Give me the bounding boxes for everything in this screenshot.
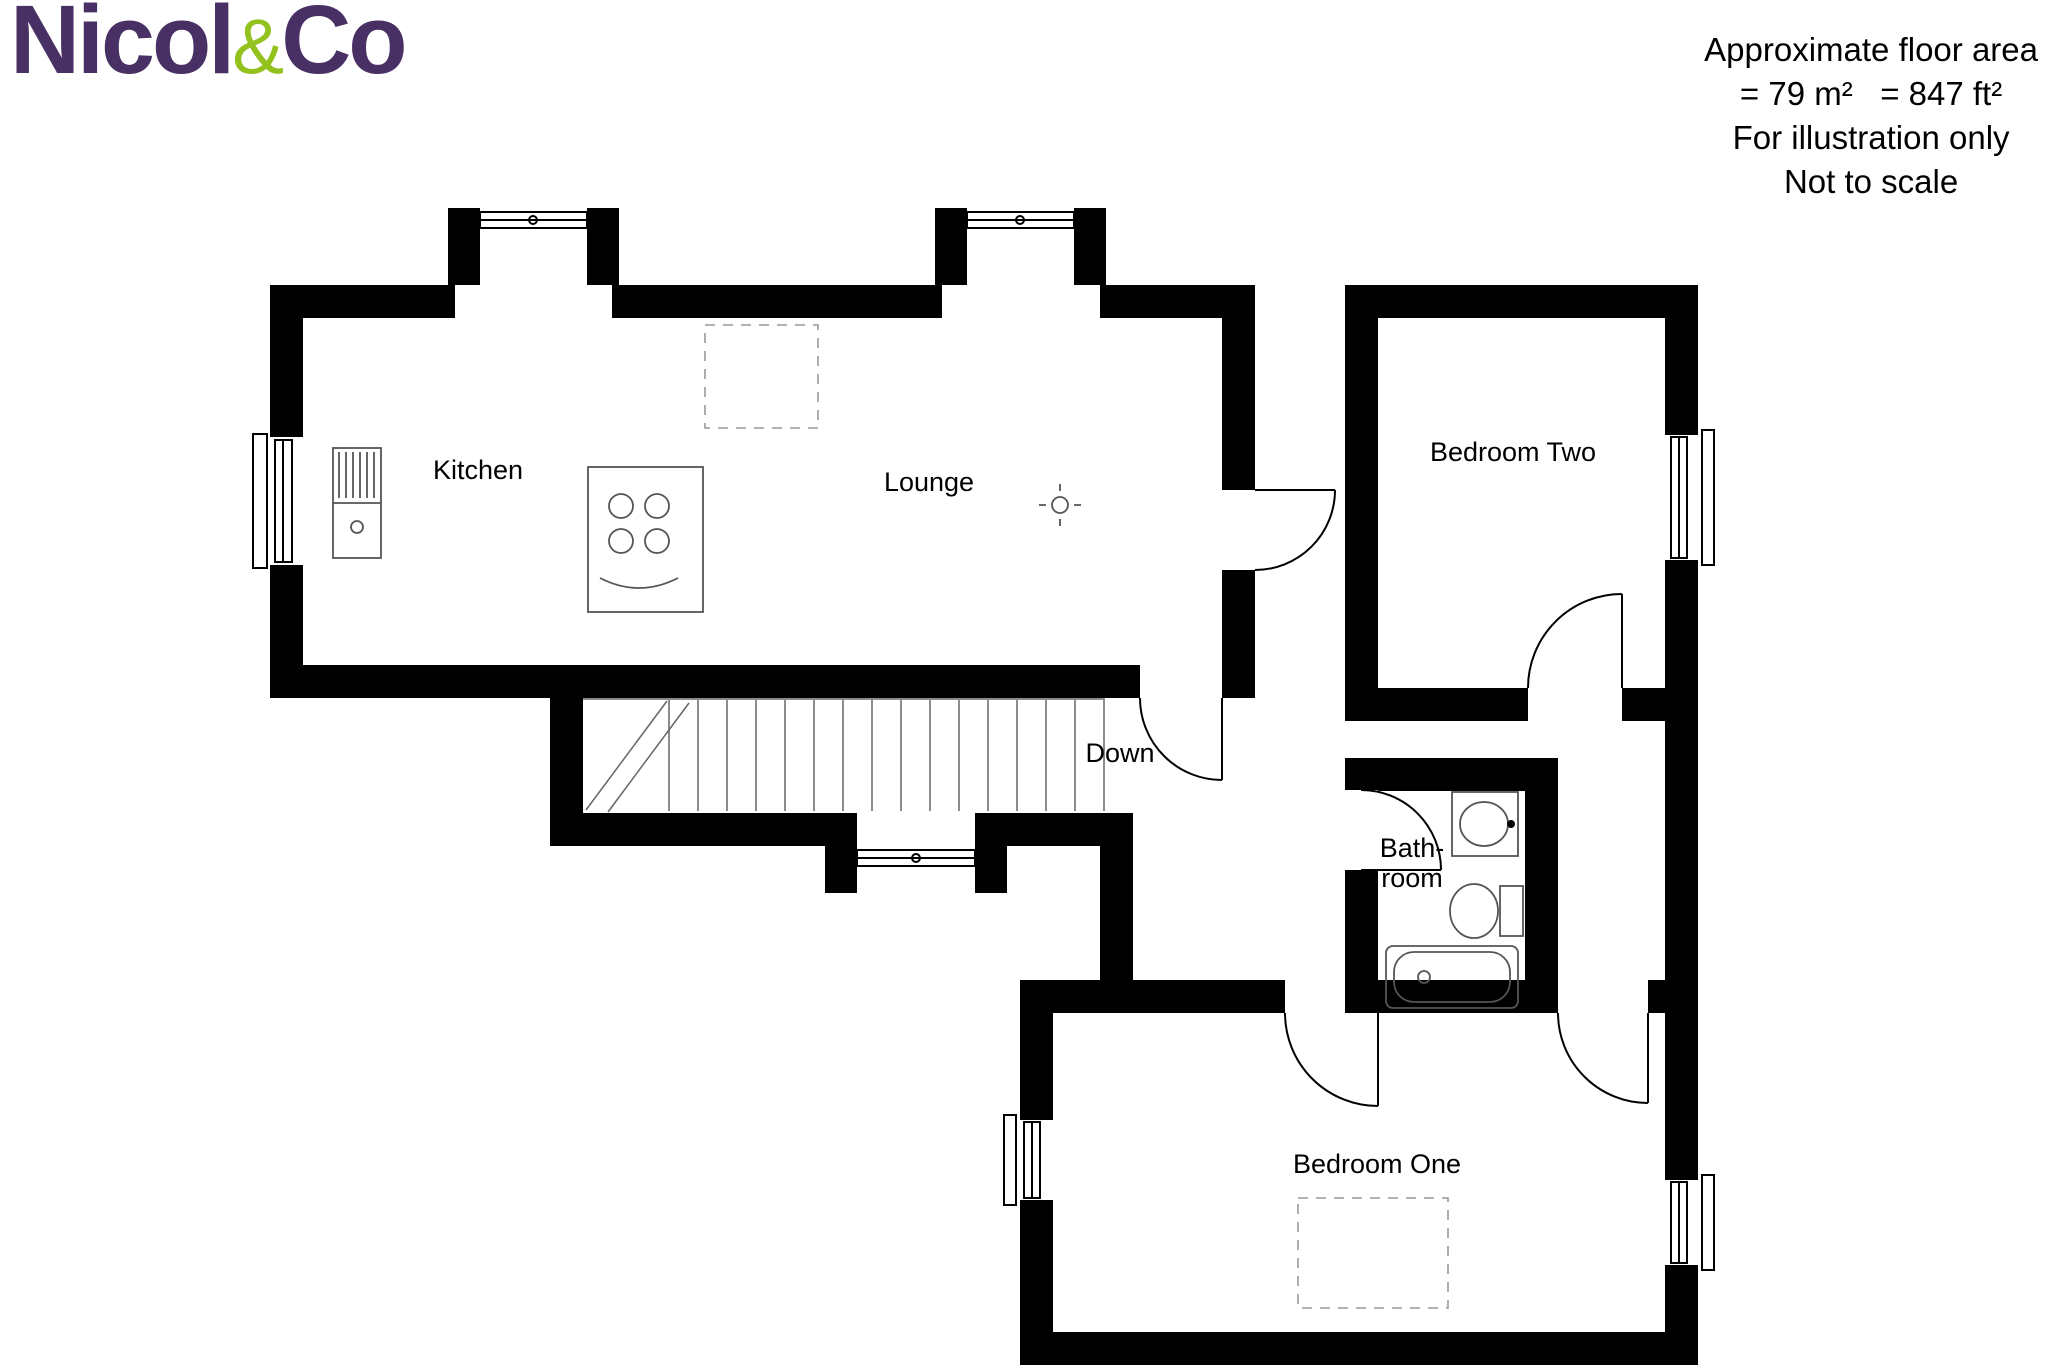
window-stairs-bottom [856, 849, 976, 867]
kitchen-sink-icon [332, 447, 382, 559]
bedroom-one-skylight-outline [1297, 1197, 1449, 1309]
window-kitchen-left [252, 433, 293, 569]
window-bedroom-two-right [1670, 429, 1715, 566]
basin-icon [1451, 791, 1519, 857]
lounge-skylight-outline [704, 324, 819, 429]
room-label-bathroom-line2: room [1381, 863, 1443, 893]
bay-window-lounge-left [479, 211, 588, 229]
note-line-3: For illustration only [1732, 118, 2010, 156]
door-bathroom [1360, 789, 1442, 871]
staircase [583, 698, 1105, 813]
brand-name-first: Nicol [10, 0, 235, 94]
door-bedroom-one-right [1557, 1012, 1649, 1104]
note-line-2: = 79 m² = 847 ft² [1739, 74, 2003, 112]
room-label-lounge: Lounge [884, 467, 974, 497]
window-bedroom-one-right [1670, 1174, 1715, 1271]
walls [270, 208, 1698, 1365]
door-lounge-to-landing [1139, 697, 1223, 781]
bathtub-icon [1385, 945, 1519, 1009]
door-lounge-to-corridor [1254, 489, 1336, 571]
window-bedroom-one-left [1003, 1114, 1041, 1206]
note-line-1: Approximate floor area [1704, 31, 2038, 68]
room-label-stairs-down: Down [1085, 738, 1154, 768]
room-label-bedroom-one: Bedroom One [1293, 1149, 1461, 1179]
stairs-break-lines [585, 700, 690, 813]
floor-area-note: Approximate floor area = 79 m² = 847 ft²… [1704, 28, 2038, 204]
room-label-kitchen: Kitchen [433, 455, 523, 485]
brand-name-second: Co [281, 0, 407, 94]
bay-window-lounge-right [966, 211, 1075, 229]
door-bedroom-one-left [1284, 1012, 1379, 1107]
toilet-icon [1449, 883, 1524, 939]
room-label-bedroom-two: Bedroom Two [1430, 437, 1596, 467]
door-bedroom-two [1527, 593, 1623, 689]
note-line-4: Not to scale [1783, 162, 1959, 200]
ceiling-light-icon [1039, 484, 1081, 526]
brand-logo: Nicol&Co [10, 0, 408, 96]
kitchen-island-hob-icon [587, 466, 704, 613]
room-label-bathroom-line1: Bath- [1380, 833, 1445, 863]
brand-ampersand-icon: & [232, 2, 284, 90]
